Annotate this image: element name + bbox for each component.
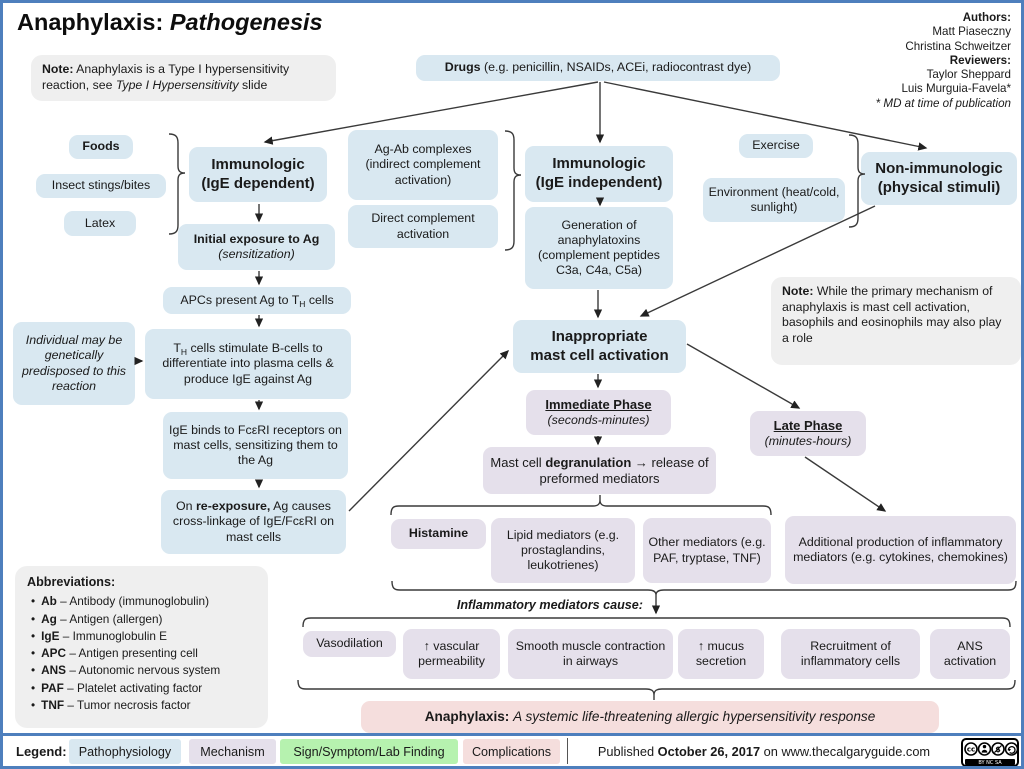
abbreviation-item: IgE – Immunoglobulin E: [27, 628, 258, 645]
author-name: Christina Schweitzer: [905, 39, 1011, 53]
authors-label: Authors:: [962, 11, 1011, 24]
footer-divider: [567, 738, 568, 764]
bracket-complement: [504, 130, 522, 251]
node-re-exposure: On re-exposure, Ag causes cross-linkage …: [161, 490, 346, 554]
effect-mucus-secretion: ↑ mucus secretion: [678, 629, 764, 679]
author-name: Matt Piaseczny: [932, 25, 1011, 39]
legend-sign-symptom: Sign/Symptom/Lab Finding: [280, 739, 458, 764]
arrow-late-to-additional: [804, 456, 887, 512]
bracket-left-triggers: [168, 133, 186, 235]
bracket-effects-to-banner: [297, 679, 1016, 700]
legend-complications: Complications: [463, 739, 560, 764]
effect-recruitment: Recruitment of inflammatory cells: [781, 629, 920, 679]
node-apcs-present-ag: APCs present Ag to TH cells: [163, 287, 351, 314]
legend-label: Legend:: [16, 744, 67, 759]
by-person-icon: [977, 742, 992, 756]
credits-block: Authors: Matt Piaseczny Christina Schwei…: [876, 11, 1011, 111]
node-other-mediators: Other mediators (e.g. PAF, tryptase, TNF…: [643, 518, 771, 583]
note-right: Note: While the primary mechanism of ana…: [771, 277, 1021, 365]
node-degranulation: Mast cell degranulation → release of pre…: [483, 447, 716, 494]
bracket-effects-distribute: [302, 617, 1011, 628]
node-immunologic-ige-dependent: Immunologic(IgE dependent): [189, 147, 327, 202]
node-th-cells-stimulate: TH cells stimulate B-cells to differenti…: [145, 329, 351, 399]
node-ige-binds-fceri: IgE binds to FcεRI receptors on mast cel…: [163, 412, 348, 479]
nc-dollar-icon: [991, 742, 1005, 756]
abbreviation-item: Ab – Antibody (immunoglobulin): [27, 593, 258, 610]
note-left: Note: Anaphylaxis is a Type I hypersensi…: [31, 55, 336, 101]
node-additional-mediators: Additional production of inflammatory me…: [785, 516, 1016, 584]
credits-footnote: * MD at time of publication: [875, 96, 1011, 110]
legend-mechanism: Mechanism: [189, 739, 276, 764]
bracket-degranulation-to-mediators: [390, 495, 772, 516]
page-title: Anaphylaxis: Pathogenesis: [17, 9, 323, 36]
inflammatory-mediators-label: Inflammatory mediators cause:: [456, 598, 643, 612]
abbreviations-list: Ab – Antibody (immunoglobulin) Ag – Anti…: [27, 593, 258, 714]
title-italic: Pathogenesis: [169, 9, 323, 35]
cc-icon: [964, 742, 978, 756]
node-anaphylatoxins: Generation of anaphylatoxins (complement…: [525, 207, 673, 289]
abbreviation-item: APC – Antigen presenting cell: [27, 645, 258, 662]
node-lipid-mediators: Lipid mediators (e.g. prostaglandins, le…: [491, 518, 635, 583]
node-non-immunologic: Non-immunologic(physical stimuli): [861, 152, 1017, 205]
sa-share-alike-icon: [1004, 742, 1019, 756]
node-exercise: Exercise: [739, 134, 813, 158]
abbreviation-item: TNF – Tumor necrosis factor: [27, 697, 258, 714]
anaphylaxis-definition-banner: Anaphylaxis: A systemic life-threatening…: [361, 701, 939, 733]
abbreviation-item: Ag – Antigen (allergen): [27, 611, 258, 628]
node-genetic-predisposition: Individual may be genetically predispose…: [13, 322, 135, 405]
abbreviation-item: PAF – Platelet activating factor: [27, 680, 258, 697]
node-environment: Environment (heat/cold, sunlight): [703, 178, 845, 222]
node-insect-stings: Insect stings/bites: [36, 174, 166, 198]
node-foods: Foods: [69, 135, 133, 159]
effect-vascular-permeability: ↑ vascular permeability: [403, 629, 500, 679]
effect-ans-activation: ANS activation: [930, 629, 1010, 679]
reviewers-label: Reviewers:: [949, 53, 1011, 67]
node-drugs: Drugs (e.g. penicillin, NSAIDs, ACEi, ra…: [416, 55, 780, 81]
svg-text:cc: cc: [967, 746, 975, 754]
node-late-phase: Late Phase(minutes-hours): [750, 411, 866, 456]
legend-pathophysiology: Pathophysiology: [69, 739, 181, 764]
note-left-label: Note:: [42, 62, 74, 76]
node-direct-complement: Direct complement activation: [348, 205, 498, 248]
license-text: BY NC SA: [978, 760, 1002, 766]
node-histamine: Histamine: [391, 519, 486, 549]
node-initial-exposure: Initial exposure to Ag(sensitization): [178, 224, 335, 270]
effect-smooth-muscle: Smooth muscle contraction in airways: [508, 629, 673, 679]
abbreviations-box: Abbreviations: Ab – Antibody (immunoglob…: [15, 566, 268, 728]
legend-bar: Legend: Pathophysiology Mechanism Sign/S…: [3, 733, 1021, 766]
node-agab-complexes: Ag-Ab complexes (indirect complement act…: [348, 130, 498, 200]
effect-vasodilation: Vasodilation: [303, 631, 396, 657]
cc-license-badge: cc $ BY NC SA: [961, 738, 1019, 766]
published-line: Published October 26, 2017 on www.thecal…: [597, 744, 931, 759]
node-immunologic-ige-independent: Immunologic(IgE independent): [525, 146, 673, 202]
node-immediate-phase: Immediate Phase(seconds-minutes): [526, 390, 671, 435]
abbreviations-title: Abbreviations:: [27, 575, 116, 589]
reviewer-name: Luis Murguia-Favela*: [901, 82, 1011, 96]
abbreviation-item: ANS – Autonomic nervous system: [27, 662, 258, 679]
reviewer-name: Taylor Sheppard: [926, 68, 1011, 82]
node-latex: Latex: [64, 211, 136, 236]
title-main: Anaphylaxis:: [17, 9, 164, 35]
